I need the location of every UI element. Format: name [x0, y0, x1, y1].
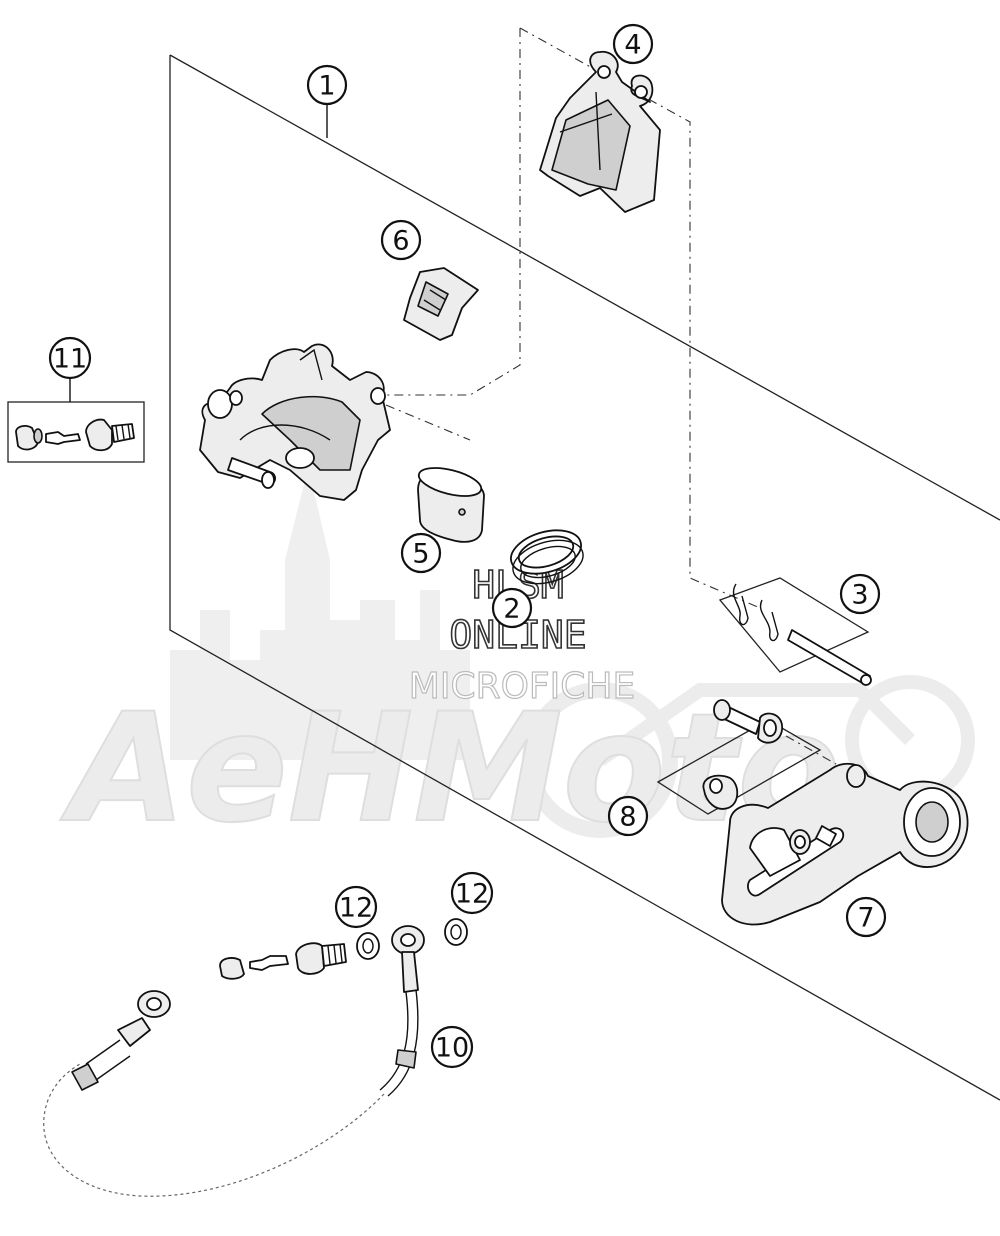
- svg-text:4: 4: [624, 30, 641, 61]
- bushing-kit: [702, 699, 783, 810]
- watermark-skyline: [170, 470, 470, 760]
- bushing-kit-frame: [656, 719, 822, 815]
- callout-4: 4: [612, 23, 654, 65]
- callout-11: 11: [48, 336, 92, 402]
- svg-text:12: 12: [455, 879, 489, 910]
- brake-pads: [539, 50, 661, 213]
- carrier-axis-line: [785, 735, 837, 765]
- washer-left: [356, 932, 380, 960]
- svg-text:10: 10: [435, 1033, 469, 1064]
- callout-7: 7: [845, 896, 887, 938]
- svg-text:6: 6: [392, 226, 409, 257]
- bleeder-kit-box: [7, 401, 145, 463]
- pad-group-frame-left: [380, 28, 521, 396]
- piston: [417, 467, 485, 543]
- brake-caliper: [199, 343, 391, 501]
- watermark-line2: ONLINE: [449, 613, 586, 657]
- callout-6: 6: [380, 219, 422, 261]
- assembly-frame: [169, 54, 1000, 1101]
- watermark-bike-frame: [595, 683, 915, 766]
- watermark-wheel-left: [522, 682, 678, 838]
- brake-hose-assembly: [43, 918, 468, 1197]
- pad-spring: [403, 267, 479, 341]
- caliper-axis-line: [385, 404, 471, 441]
- svg-text:8: 8: [619, 802, 636, 833]
- callout-5: 5: [400, 532, 442, 574]
- svg-text:11: 11: [53, 344, 87, 375]
- pin-kit: [732, 583, 872, 686]
- seal-kit: [510, 529, 584, 585]
- bleeder-kit: [15, 418, 135, 452]
- svg-text:1: 1: [318, 71, 335, 102]
- svg-text:5: 5: [412, 539, 429, 570]
- callout-8: 8: [607, 795, 649, 837]
- svg-text:2: 2: [503, 594, 520, 625]
- svg-text:7: 7: [857, 903, 874, 934]
- caliper-carrier: [721, 762, 969, 926]
- callout-10: 10: [430, 1025, 474, 1069]
- svg-text:3: 3: [851, 580, 868, 611]
- washer-right: [444, 918, 468, 946]
- pad-group-frame: [519, 27, 761, 609]
- watermark-line3: MICROFICHE: [409, 666, 635, 707]
- callout-2: 2: [491, 587, 533, 629]
- pin-kit-frame: [718, 577, 870, 673]
- callout-12-left: 12: [334, 885, 378, 929]
- callout-1: 1: [306, 64, 348, 138]
- callout-12-right: 12: [450, 871, 494, 915]
- svg-text:12: 12: [339, 893, 373, 924]
- watermark-brand: AeHMoto: [60, 682, 840, 856]
- callout-3: 3: [839, 573, 881, 615]
